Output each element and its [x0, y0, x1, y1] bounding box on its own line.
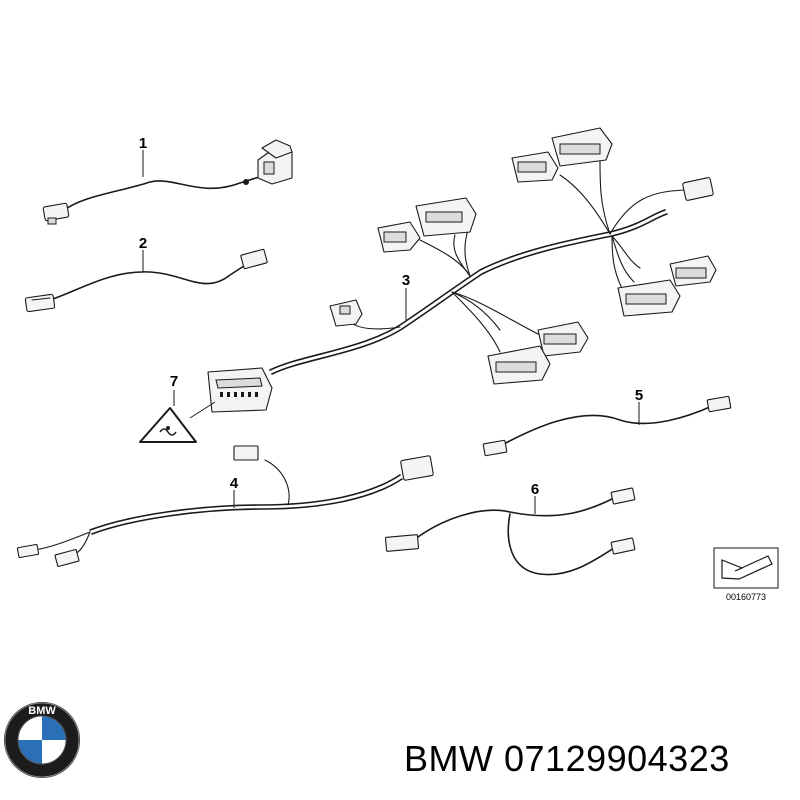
bmw-logo: BMW: [4, 702, 80, 778]
part-number: 07129904323: [504, 738, 730, 779]
callout-4: 4: [230, 475, 239, 492]
orientation-arrow-symbol: [713, 547, 779, 589]
part-caption: BMW 07129904323: [404, 738, 794, 780]
svg-text:BMW: BMW: [28, 705, 56, 717]
part-7-warning-label: [139, 407, 197, 443]
callout-3: 3: [402, 272, 410, 289]
part-5-wire-with-connectors: [482, 395, 732, 457]
callout-2: 2: [139, 235, 147, 252]
part-3-main-harness: [207, 127, 717, 413]
brand-name: BMW: [404, 738, 494, 779]
part-6-wire-with-connectors: [384, 487, 636, 576]
callout-7: 7: [170, 373, 178, 390]
callout-7-pointer: [189, 401, 216, 419]
callout-5: 5: [635, 387, 643, 404]
callout-1: 1: [139, 135, 147, 152]
part-1-wire-with-connector: [42, 139, 293, 225]
part-2-wire-with-connectors: [24, 248, 268, 313]
callout-6: 6: [531, 481, 539, 498]
diagram-reference-number: 00160773: [726, 592, 766, 602]
part-4-wire-with-connectors: [16, 445, 434, 567]
